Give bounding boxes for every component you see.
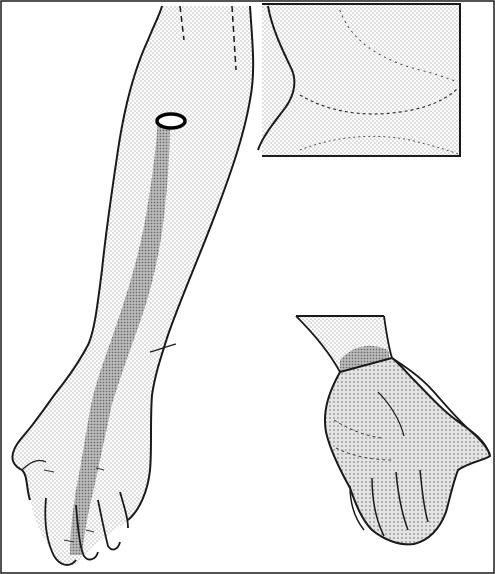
elbow-inset-background [262, 4, 460, 156]
palm-outline [325, 358, 490, 544]
palm-inset-view [296, 316, 490, 544]
elbow-inset-view [258, 4, 460, 156]
point-marker-ring [157, 114, 185, 128]
posterior-arm-view [12, 6, 253, 566]
